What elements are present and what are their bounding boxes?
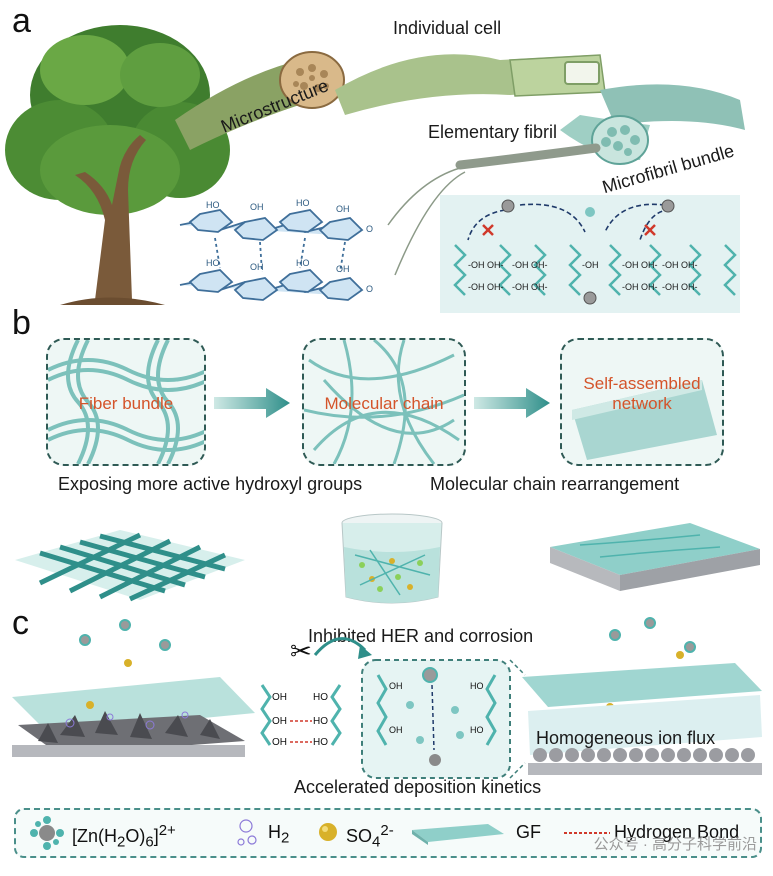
hydroxyl-label: OH: [250, 202, 264, 212]
zinc-hydrate-icon: [422, 667, 438, 683]
panel-a-illustration: HO OH HO OH O HO OH HO OH O: [5, 25, 745, 313]
caption-homogeneous-flux: Homogeneous ion flux: [536, 728, 716, 748]
self-assembled-network-icon: [572, 380, 717, 460]
legend-hydrogen-bond-label: Hydrogen Bond: [614, 822, 740, 842]
zinc-hydrate-icon: [585, 207, 595, 217]
hydroxyl-pair-label: -OH OH-: [662, 282, 698, 292]
hydroxyl-label: HO: [470, 681, 484, 691]
hydroxyl-label: HO: [206, 258, 220, 268]
hydrogen-bond-icon: [564, 832, 610, 834]
hydrogen-bubble-icon: [237, 819, 257, 846]
self-assembled-network-label: Self-assembled network: [583, 374, 701, 413]
legend: [Zn(H2O)6]2+ H2 SO42- GF Hydrogen Bond: [14, 808, 762, 858]
hydroxyl-pair-label: -OH OH-: [662, 260, 698, 270]
woven-fabric-icon: [15, 530, 245, 602]
panel-label-a: a: [12, 2, 31, 40]
hydroxyl-pair-label: -OH OH-: [512, 282, 548, 292]
watermark-text: 公众号 · 高分子科学前沿: [593, 836, 757, 853]
hydroxyl-group-label: -OH: [582, 260, 599, 270]
zinc-ion-icon: [661, 199, 675, 213]
fiber-bundle-label: Fiber bundle: [78, 394, 174, 413]
ion-path-arrow-icon: [431, 684, 435, 751]
microstructure-log-icon: [175, 51, 345, 150]
caption-accelerated-kinetics: Accelerated deposition kinetics: [294, 777, 542, 797]
caption-chain-rearrangement: Molecular chain rearrangement: [430, 474, 680, 494]
hydroxyl-pair-label: -OH OH-: [468, 260, 504, 270]
curved-arrow-icon: [313, 637, 367, 656]
zinc-ion-icon: [501, 199, 515, 213]
oxygen-label: O: [366, 284, 373, 294]
zinc-hydrate-icon: [30, 816, 64, 850]
hydroxyl-label: HO: [296, 198, 310, 208]
hydroxyl-label: OH: [389, 725, 403, 735]
gf-membrane-icon: [550, 523, 760, 591]
self-assembled-network-box: Self-assembled network: [560, 338, 724, 466]
hydroxyl-pair-label: -OH OH-: [622, 260, 658, 270]
sulfate-icon: [319, 823, 337, 841]
protected-zinc-anode-icon: [522, 663, 762, 775]
microfibril-bundle-icon: [387, 84, 745, 276]
gf-membrane-icon: [412, 824, 504, 845]
legend-gf-label: GF: [516, 822, 541, 842]
individual-cell-icon: [335, 54, 606, 115]
cellulose-chain-icon: [179, 209, 364, 301]
hydroxyl-label: OH: [272, 716, 287, 727]
caption-exposing-hydroxyl: Exposing more active hydroxyl groups: [58, 474, 363, 494]
legend-hydrogen-label: H2: [268, 822, 290, 847]
hydroxyl-label: HO: [313, 692, 328, 703]
hydroxyl-label: HO: [470, 725, 484, 735]
molecular-chain-icon: [304, 340, 464, 464]
hydroxyl-label: OH: [389, 681, 403, 691]
label-individual-cell: Individual cell: [393, 18, 502, 38]
scissors-icon: ✂: [290, 636, 312, 666]
bare-zinc-anode-icon: [12, 677, 255, 757]
beaker-icon: [341, 513, 443, 604]
fiber-bundle-icon: [48, 340, 204, 464]
fiber-bundle-box: Fiber bundle: [46, 338, 206, 466]
hydrogen-bond-icon: [290, 720, 312, 743]
legend-sulfate-label: SO42-: [346, 822, 394, 851]
hydroxyl-pair-label: -OH OH-: [622, 282, 658, 292]
panel-label-c: c: [12, 604, 29, 642]
arrow-icon: [474, 388, 550, 418]
zinc-ion-icon: [429, 754, 441, 766]
process-illustration: [15, 513, 760, 604]
blocked-cross-icon: [482, 224, 656, 236]
zinc-ion-icon: [583, 291, 597, 305]
arrow-icon: [214, 388, 290, 418]
oxygen-label: O: [366, 224, 373, 234]
label-elementary-fibril: Elementary fibril: [428, 122, 558, 142]
molecular-chain-label: Molecular chain: [324, 394, 444, 413]
hydroxyl-label: OH: [336, 204, 350, 214]
tree-icon: [5, 25, 230, 305]
mechanism-inset: OH OH HO HO: [361, 659, 511, 779]
legend-zinc-hydrate-label: [Zn(H2O)6]2+: [72, 822, 176, 851]
hydroxyl-label: OH: [336, 264, 350, 274]
hydroxyl-label: HO: [313, 716, 328, 727]
hydroxyl-label: OH: [272, 737, 287, 748]
zinc-hydrate-icon: [79, 617, 696, 653]
water-molecule-icon: [406, 701, 464, 744]
hydroxyl-label: HO: [313, 737, 328, 748]
hydroxyl-label: HO: [206, 200, 220, 210]
hydroxyl-label: HO: [296, 258, 310, 268]
hydroxyl-label: OH: [272, 692, 287, 703]
hydroxyl-chain-icon: [260, 684, 342, 746]
caption-inhibited-her: Inhibited HER and corrosion: [308, 626, 534, 646]
hydroxyl-pair-label: -OH OH-: [468, 282, 504, 292]
panel-label-b: b: [12, 304, 31, 342]
hydrogen-bubble-icon: [65, 711, 189, 730]
hydroxyl-interaction-inset: -OH OH- -OH OH- -OH OH- -OH OH- -OH OH- …: [440, 195, 740, 313]
hydroxyl-pair-label: -OH OH-: [512, 260, 548, 270]
connector-line: [509, 659, 526, 779]
panel-c-illustration: ✂ OH HO OH HO OH HO OH OH: [12, 617, 762, 779]
hydroxyl-label: OH: [250, 262, 264, 272]
molecular-chain-box: Molecular chain: [302, 338, 466, 466]
